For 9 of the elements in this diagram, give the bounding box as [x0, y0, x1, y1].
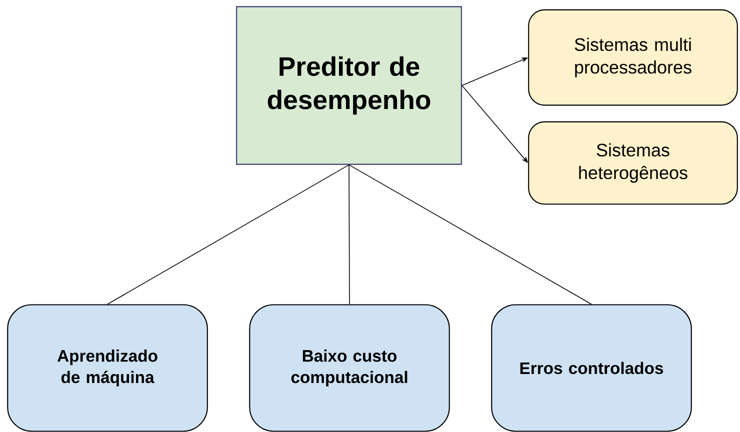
rounded-box: Sistemas multi processadores: [528, 9, 738, 106]
connector-line: [348, 164, 592, 305]
topic-box: Preditor de desempenho: [236, 6, 462, 165]
connector-line: [107, 164, 350, 305]
rounded-box: Baixo custo computacional: [249, 304, 450, 432]
connector-line: [348, 164, 350, 305]
rounded-box: Sistemas heterogêneos: [528, 121, 738, 205]
rounded-box: Erros controlados: [491, 304, 692, 432]
rounded-box: Aprendizado de máquina: [7, 304, 208, 432]
